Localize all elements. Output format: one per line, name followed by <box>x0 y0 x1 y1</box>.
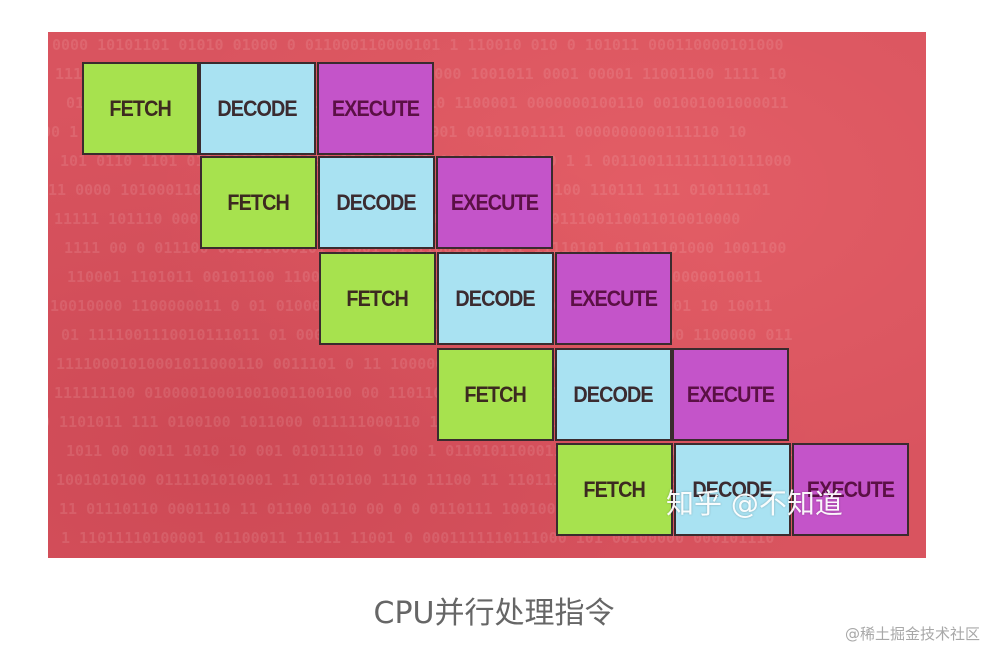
figure-caption: CPU并行处理指令 <box>373 596 615 631</box>
fetch-stage: FETCH <box>319 252 436 345</box>
fetch-stage: FETCH <box>556 443 673 536</box>
execute-stage: EXECUTE <box>555 252 672 345</box>
execute-stage: EXECUTE <box>672 348 789 441</box>
decode-stage: DECODE <box>199 62 316 155</box>
execute-stage: EXECUTE <box>792 443 909 536</box>
decode-stage: DECODE <box>437 252 554 345</box>
fetch-stage: FETCH <box>82 62 199 155</box>
decode-stage: DECODE <box>674 443 791 536</box>
execute-stage: EXECUTE <box>317 62 434 155</box>
execute-stage: EXECUTE <box>436 156 553 249</box>
fetch-stage: FETCH <box>437 348 554 441</box>
pipeline-diagram: 0000 10101101 01010 01000 0 011000110000… <box>48 32 926 558</box>
fetch-stage: FETCH <box>200 156 317 249</box>
zhihu-watermark: 知乎 @不知道 <box>666 487 843 520</box>
decode-stage: DECODE <box>555 348 672 441</box>
binary-texture-line: 0000 10101101 01010 01000 0 011000110000… <box>52 36 784 54</box>
site-watermark: @稀土掘金技术社区 <box>844 625 980 643</box>
decode-stage: DECODE <box>318 156 435 249</box>
